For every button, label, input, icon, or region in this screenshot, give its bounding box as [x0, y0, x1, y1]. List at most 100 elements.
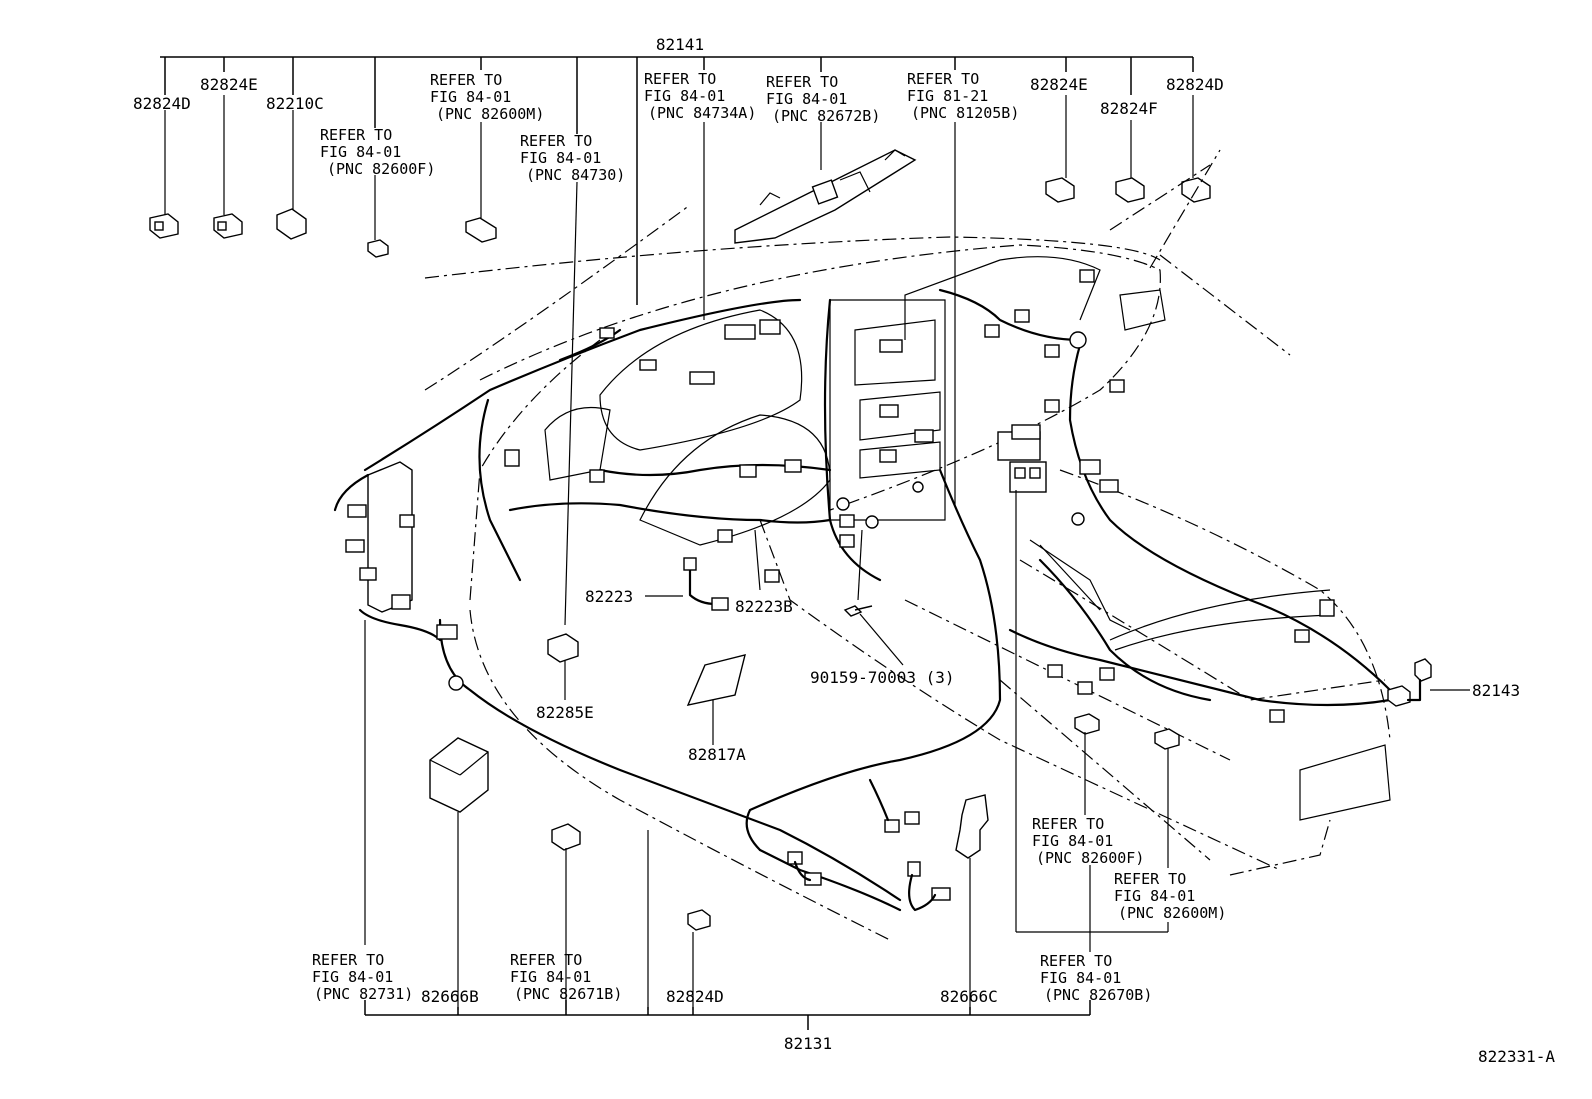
dash-wiring	[363, 288, 1392, 912]
part-82824D-bottom-label: 82824D	[666, 987, 724, 1006]
part-82824F-label: 82824F	[1100, 99, 1158, 118]
refer-line: (PNC 84734A)	[648, 104, 756, 122]
connector-icon	[914, 429, 934, 443]
connector-82600M-top-icon	[465, 122, 497, 243]
connector-82600F-top-icon	[367, 175, 389, 258]
connector-icon	[639, 359, 657, 371]
right-lower-connectors	[1015, 490, 1180, 952]
refer-line: FIG 84-01	[320, 143, 401, 161]
console-harness	[1387, 658, 1470, 707]
connector-icon	[724, 324, 756, 340]
connector-icon	[1047, 664, 1063, 678]
part-82817A-label: 82817A	[688, 745, 746, 764]
refer-line: (PNC 82672B)	[772, 107, 880, 125]
relay-82285E-icon	[547, 633, 579, 700]
refer-line: REFER TO	[510, 951, 582, 969]
refer-line: REFER TO	[320, 126, 392, 144]
connector-icon	[1044, 344, 1060, 358]
refer-line: (PNC 84730)	[526, 166, 625, 184]
connector-icon	[504, 449, 520, 467]
connector-icon	[689, 371, 715, 385]
harness-82223-icon	[645, 557, 729, 611]
figure-code: 822331-A	[1478, 1047, 1555, 1066]
label-82817A-icon	[686, 654, 746, 745]
refer-note-84734A: REFER TO FIG 84-01 (PNC 84734A)	[644, 70, 756, 122]
connector-82824D-bottom-icon	[687, 909, 711, 1010]
sensor-82666C-icon	[955, 794, 989, 1010]
connector-82824D-right-icon	[1181, 95, 1211, 203]
part-82210C-label: 82210C	[266, 94, 324, 113]
connector-icon	[879, 404, 899, 418]
refer-line: REFER TO	[766, 73, 838, 91]
part-82666B-label: 82666B	[421, 987, 479, 1006]
connector-icon	[1269, 709, 1285, 723]
connector-icon	[784, 459, 802, 473]
refer-line: REFER TO	[644, 70, 716, 88]
connector-icon	[759, 319, 781, 335]
connector-82824D-left-icon	[149, 110, 179, 239]
refer-line: (PNC 81205B)	[911, 104, 1019, 122]
refer-note-82600M-right: REFER TO FIG 84-01 (PNC 82600M)	[1114, 870, 1226, 922]
connector-icon	[1079, 459, 1101, 475]
refer-note-82670B: REFER TO FIG 84-01 (PNC 82670B)	[1040, 952, 1152, 1004]
refer-line: (PNC 82671B)	[514, 985, 622, 1003]
connector-icon	[1014, 309, 1030, 323]
refer-line: FIG 84-01	[1040, 969, 1121, 987]
connector-icon	[764, 569, 780, 583]
grommet-icon	[1071, 512, 1085, 526]
refer-line: REFER TO	[520, 132, 592, 150]
refer-note-82600F-right: REFER TO FIG 84-01 (PNC 82600F)	[1032, 815, 1144, 867]
refer-line: FIG 84-01	[644, 87, 725, 105]
grommet-icon	[448, 675, 464, 691]
refer-note-82600M-top: REFER TO FIG 84-01 (PNC 82600M)	[430, 71, 544, 123]
part-82824E-right-label: 82824E	[1030, 75, 1088, 94]
relay-block-icon	[997, 424, 1047, 493]
connector-82824E-left-icon	[213, 95, 243, 239]
refer-line: FIG 84-01	[1032, 832, 1113, 850]
refer-line: (PNC 82600F)	[327, 160, 435, 178]
right-harness-label: 82143	[1472, 681, 1520, 700]
duct-assembly-icon	[734, 122, 917, 244]
part-82824E-left-label: 82824E	[200, 75, 258, 94]
part-90159-label: 90159-70003 (3)	[810, 668, 955, 687]
connector-icon	[1044, 399, 1060, 413]
grommet-icon	[865, 515, 879, 529]
connector-icon	[1079, 269, 1095, 283]
grommet-icon	[1069, 331, 1087, 349]
part-82824D-left-label: 82824D	[133, 94, 191, 113]
refer-note-82671B: REFER TO FIG 84-01 (PNC 82671B)	[510, 951, 622, 1003]
connector-82671B-icon	[551, 823, 581, 1010]
connector-icon	[599, 327, 615, 339]
refer-line: (PNC 82600M)	[436, 105, 544, 123]
connector-icon	[1319, 599, 1335, 617]
part-82223B-label: 82223B	[735, 597, 793, 616]
connector-icon	[1294, 629, 1310, 643]
refer-line: FIG 84-01	[430, 88, 511, 106]
connector-icon	[717, 529, 733, 543]
part-82285E-label: 82285E	[536, 703, 594, 722]
junction-block-icon	[333, 461, 458, 642]
connector-icon	[1077, 681, 1093, 695]
relay-82210C-icon	[276, 110, 307, 240]
refer-line: FIG 84-01	[1114, 887, 1195, 905]
bottom-harness-label: 82131	[784, 1034, 832, 1053]
refer-line: REFER TO	[907, 70, 979, 88]
bottom-harness-bracket	[364, 1000, 1091, 1030]
refer-note-82600F-top: REFER TO FIG 84-01 (PNC 82600F)	[320, 126, 435, 178]
main-harness-bracket	[160, 56, 1194, 305]
refer-line: REFER TO	[430, 71, 502, 89]
refer-line: REFER TO	[1032, 815, 1104, 833]
refer-note-84730: REFER TO FIG 84-01 (PNC 84730)	[520, 132, 625, 184]
refer-line: REFER TO	[312, 951, 384, 969]
connector-82824E-right-icon	[1045, 95, 1075, 203]
dash-connectors	[448, 269, 1335, 723]
dashboard-outline	[424, 149, 1391, 941]
refer-note-82731: REFER TO FIG 84-01 (PNC 82731)	[312, 951, 413, 1003]
connector-icon	[1099, 479, 1119, 493]
connector-icon	[839, 534, 855, 548]
connector-icon	[839, 514, 855, 528]
refer-line: (PNC 82731)	[314, 985, 413, 1003]
refer-line: REFER TO	[1114, 870, 1186, 888]
connector-82824F-icon	[1115, 120, 1145, 203]
refer-line: FIG 84-01	[520, 149, 601, 167]
